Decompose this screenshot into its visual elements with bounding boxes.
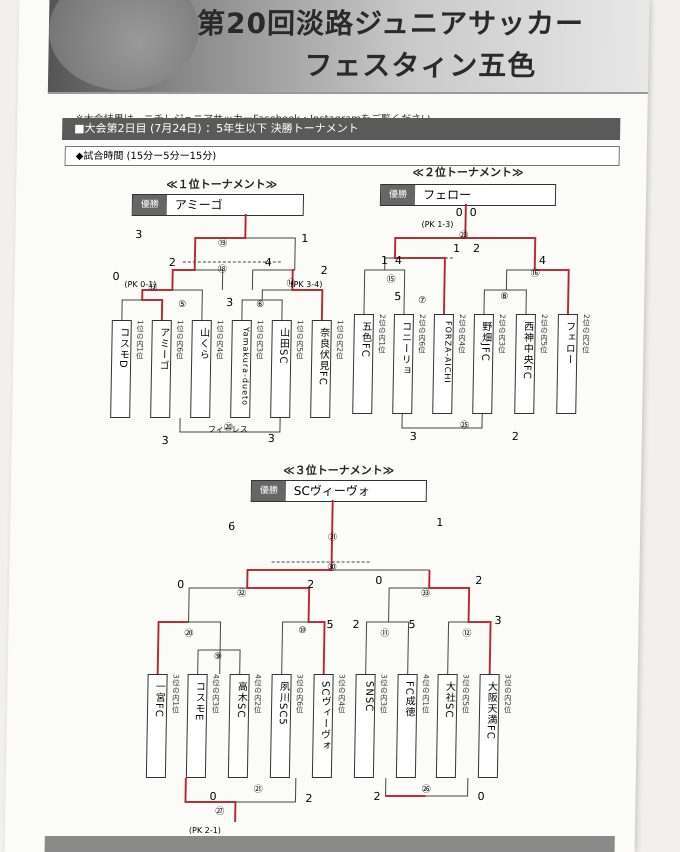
score-label: 2 [307,578,315,591]
score-label: 2 [373,790,381,803]
match-number: ⑱ [217,265,227,275]
score-label: 4 [394,254,403,267]
score-label: 3 [226,296,234,309]
score-label: 1 [452,242,461,255]
score-label: 0 [112,270,120,283]
match-number: ㉑ [253,785,263,795]
pk-note: (PK 2-1) [188,826,221,835]
match-number: ⑨ [213,652,223,662]
score-label: 0 [177,578,185,591]
score-label: 3 [267,432,275,445]
score-label: 0 [375,574,383,587]
score-label: 4 [538,254,547,267]
score-label: 6 [228,520,236,533]
match-number: ⑪ [380,629,390,639]
match-number: ⑥ [256,300,265,310]
score-label: 1 [436,516,444,529]
match-number: ㉓ [459,231,469,241]
footer-bar [44,836,615,852]
match-number: ⑩ [298,626,307,636]
match-number: ⑧ [500,292,509,302]
match-number: ㉖ [421,785,431,795]
score-label: 2 [320,264,328,277]
match-number: ㉝ [420,589,431,599]
pk-note: (PK 1-3) [421,220,454,229]
match-number: ⑬ [148,283,158,293]
match-number: ⑮ [386,275,396,285]
match-number: ⑲ [218,239,228,249]
score-label: 4 [264,256,272,269]
match-number: ㉜ [236,589,247,599]
match-number: ⑫ [462,629,472,639]
score-label: 1 [380,254,389,267]
score-label: 0 [469,206,477,219]
match-number: ㉛ [327,533,338,543]
score-label: 2 [352,618,360,631]
match-number: ⑳ [223,423,234,433]
score-label: 5 [326,618,334,631]
score-label: 5 [408,618,416,631]
score-label: 0 [477,790,485,803]
score-label: 3 [135,228,143,241]
match-number: ⑭ [286,279,296,289]
match-number: ㉕ [459,421,470,431]
score-label: 2 [511,430,519,443]
score-label: 2 [305,792,313,805]
match-number: ⑳ [184,629,194,639]
score-label: 2 [472,242,481,255]
match-number: ㉚ [327,563,337,573]
score-label: 1 [301,232,309,245]
score-label: 0 [455,206,463,219]
score-label: 3 [494,614,502,627]
score-label: 3 [409,430,417,443]
score-label: 3 [161,434,169,447]
match-number: ⑤ [178,300,187,310]
match-number: ⑯ [530,269,540,279]
score-label: 0 [209,790,217,803]
match-number: ㉗ [215,807,225,817]
bracket-lines [121,204,570,822]
match-number: ⑦ [418,296,427,306]
score-label: 2 [475,574,483,587]
score-label: 5 [394,290,402,303]
paper-sheet: 第20回淡路ジュニアサッカー フェスタィン五色 ※大会結果は、ニチレジュニアサッ… [4,0,650,852]
score-label: 2 [168,256,176,269]
